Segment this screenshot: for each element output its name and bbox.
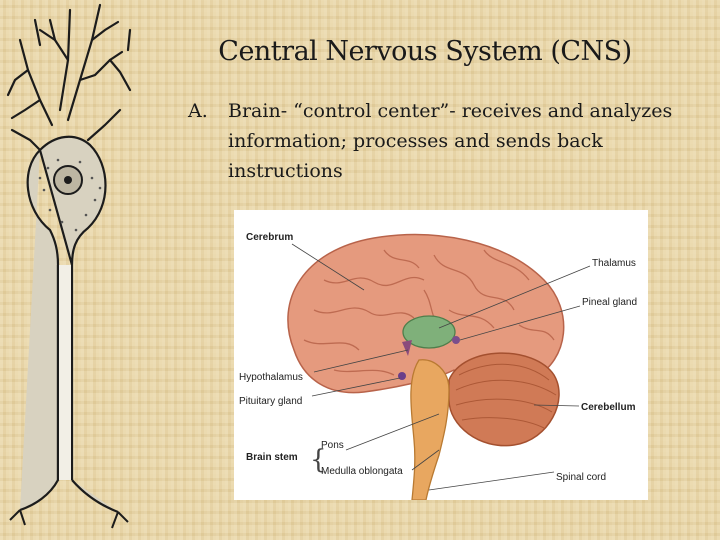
label-spinal-cord: Spinal cord (556, 472, 606, 483)
label-medulla-oblongata: Medulla oblongata (321, 466, 403, 477)
brainstem-shape (411, 360, 449, 500)
pineal-shape (452, 336, 460, 344)
list-marker: A. (188, 96, 208, 126)
label-thalamus: Thalamus (592, 258, 636, 269)
label-hypothalamus: Hypothalamus (239, 372, 303, 383)
slide-title: Central Nervous System (CNS) (200, 36, 650, 67)
pituitary-shape (398, 372, 406, 380)
list-item-text: Brain- “control center”- receives and an… (228, 96, 688, 186)
label-brain-stem: Brain stem (246, 452, 298, 463)
term-definition: - “control center”- receives and analyze… (228, 100, 672, 182)
label-pituitary-gland: Pituitary gland (239, 396, 302, 407)
label-pineal-gland: Pineal gland (582, 297, 637, 308)
term-brain: Brain (228, 100, 281, 122)
label-cerebellum: Cerebellum (581, 402, 636, 413)
neuron-illustration (0, 0, 145, 540)
brain-diagram: Cerebrum Thalamus Pineal gland Hypothala… (234, 210, 648, 500)
label-cerebrum: Cerebrum (246, 232, 293, 243)
